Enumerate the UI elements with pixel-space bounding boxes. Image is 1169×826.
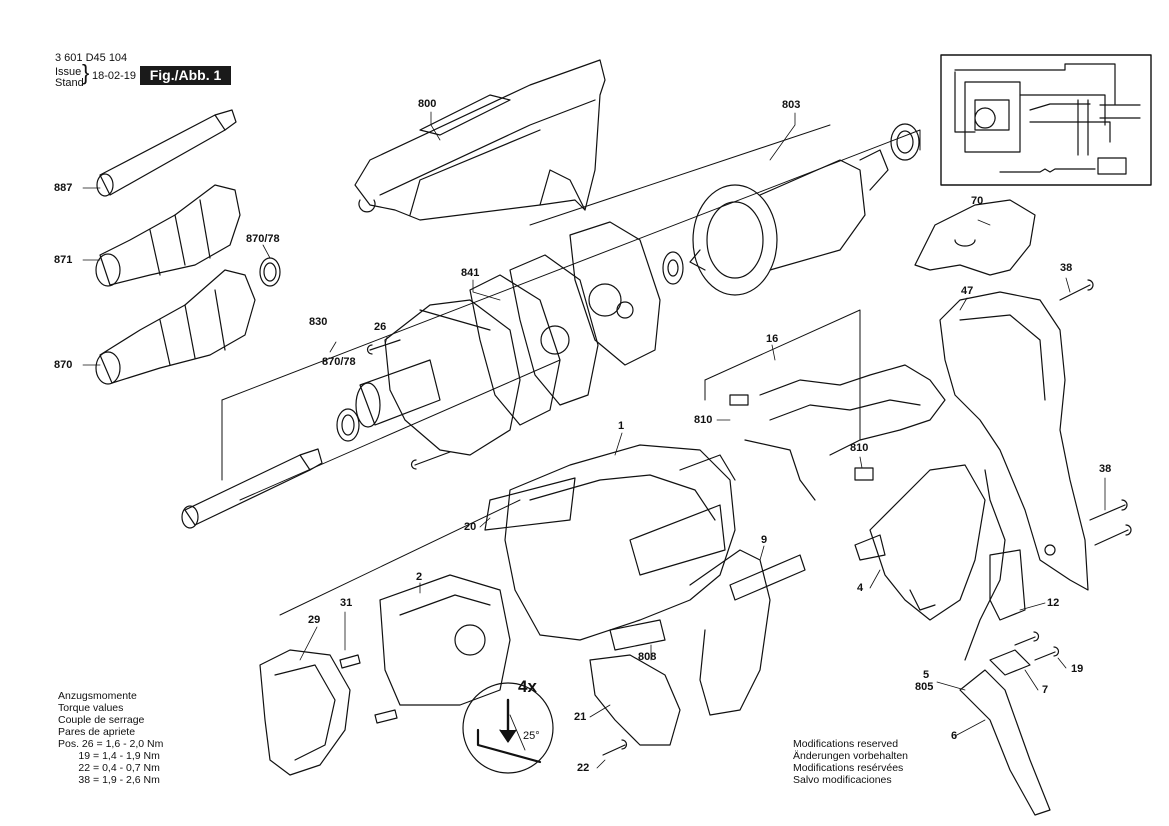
modifications-fr: Modifications resérvées [793, 762, 904, 774]
part-label-871: 871 [54, 254, 73, 266]
part-label-29: 29 [308, 614, 321, 626]
part-label-5: 5 [923, 669, 930, 681]
part-label-4: 4 [857, 582, 864, 594]
part-label-7: 7 [1042, 684, 1049, 696]
gear-housing-830 [355, 299, 521, 456]
part-label-1: 1 [618, 420, 625, 432]
part-label-12: 12 [1047, 597, 1060, 609]
issue-date: 18-02-19 [92, 70, 137, 82]
part-label-841: 841 [461, 267, 480, 279]
torque-value-19: 19 = 1,4 - 1,9 Nm [58, 750, 160, 762]
torque-title-de: Anzugsmomente [58, 690, 137, 702]
torque-title-es: Pares de apriete [58, 726, 136, 738]
gear-set-841 [469, 221, 661, 426]
wiring-harness-16 [729, 364, 946, 501]
field-coil-2 [379, 574, 511, 706]
screw-26-lower [410, 451, 451, 470]
screw-19-b [1034, 646, 1060, 661]
screw-38-lower-b [1094, 524, 1132, 546]
plate-808 [609, 619, 666, 651]
screw-38-top [1059, 279, 1094, 301]
part-label-9: 9 [761, 534, 768, 546]
part-label-800: 800 [418, 98, 437, 110]
part-label-26: 26 [374, 321, 387, 333]
screw-19-a [1014, 631, 1040, 646]
part-label-870: 870 [54, 359, 73, 371]
handle-shell-47 [939, 291, 1089, 591]
part-label-2: 2 [416, 571, 423, 583]
motor-housing-1 [504, 444, 771, 716]
part-label-887: 887 [54, 182, 73, 194]
modifications-de: Änderungen vorbehalten [793, 750, 909, 762]
part-label-830: 830 [309, 316, 328, 328]
screw-22 [602, 739, 628, 756]
switch-4 [854, 464, 986, 621]
bit-holder-887 [96, 109, 237, 197]
issue-label: Issue [55, 66, 82, 78]
part-label-21: 21 [574, 711, 587, 723]
mounting-count-label: 4x [518, 677, 537, 696]
torque-value-26: Pos. 26 = 1,6 - 2,0 Nm [58, 738, 164, 750]
part-label-16: 16 [766, 333, 779, 345]
part-label-20: 20 [464, 521, 477, 533]
brace-glyph: } [82, 60, 90, 85]
torque-title-en: Torque values [58, 702, 124, 714]
bit-holder-lower [181, 448, 323, 529]
part-label-870-78-mid: 870/78 [322, 356, 356, 368]
pins-31 [339, 654, 398, 724]
part-label-808: 808 [638, 651, 657, 663]
part-label-47: 47 [961, 285, 974, 297]
brush-holder-29 [259, 649, 351, 776]
screw-38-lower-a [1089, 499, 1128, 521]
power-cord-6 [959, 669, 1051, 816]
cap-70 [914, 199, 1036, 276]
cable-guard-12 [989, 549, 1026, 621]
modifications-en: Modifications reserved [793, 738, 899, 750]
angle-inset [462, 682, 554, 774]
sleeve-870 [95, 269, 256, 385]
part-label-31: 31 [340, 597, 353, 609]
torque-value-38: 38 = 1,9 - 2,6 Nm [58, 774, 160, 786]
depth-locator-800 [354, 59, 606, 221]
part-label-810-b: 810 [850, 442, 869, 454]
part-label-805: 805 [915, 681, 934, 693]
stand-label: Stand [55, 77, 84, 89]
guard-21 [589, 654, 681, 746]
part-label-870-78-top: 870/78 [246, 233, 280, 245]
torque-title-fr: Couple de serrage [58, 714, 145, 726]
armature-803 [662, 123, 920, 296]
sleeve-871 [95, 184, 241, 287]
part-label-38-lower: 38 [1099, 463, 1112, 475]
mounting-angle-label: 25° [523, 730, 540, 742]
decal-9 [729, 554, 806, 601]
part-label-38-top: 38 [1060, 262, 1073, 274]
label-leaders [82, 111, 1106, 769]
part-label-803: 803 [782, 99, 801, 111]
part-label-70: 70 [971, 195, 984, 207]
part-label-6: 6 [951, 730, 958, 742]
ring-870-78-mid [336, 408, 360, 442]
part-label-810-a: 810 [694, 414, 713, 426]
part-label-19: 19 [1071, 663, 1084, 675]
torque-value-22: 22 = 0,4 - 0,7 Nm [58, 762, 160, 774]
label-20 [484, 477, 576, 531]
document-number: 3 601 D45 104 [55, 52, 128, 64]
assembly-leader-lines [221, 124, 921, 616]
figure-label: Fig./Abb. 1 [140, 66, 231, 85]
part-label-22: 22 [577, 762, 590, 774]
clamp-7 [989, 649, 1031, 676]
ring-870-78-top [259, 257, 281, 287]
wiring-schematic [940, 54, 1152, 186]
modifications-es: Salvo modificaciones [793, 774, 892, 786]
